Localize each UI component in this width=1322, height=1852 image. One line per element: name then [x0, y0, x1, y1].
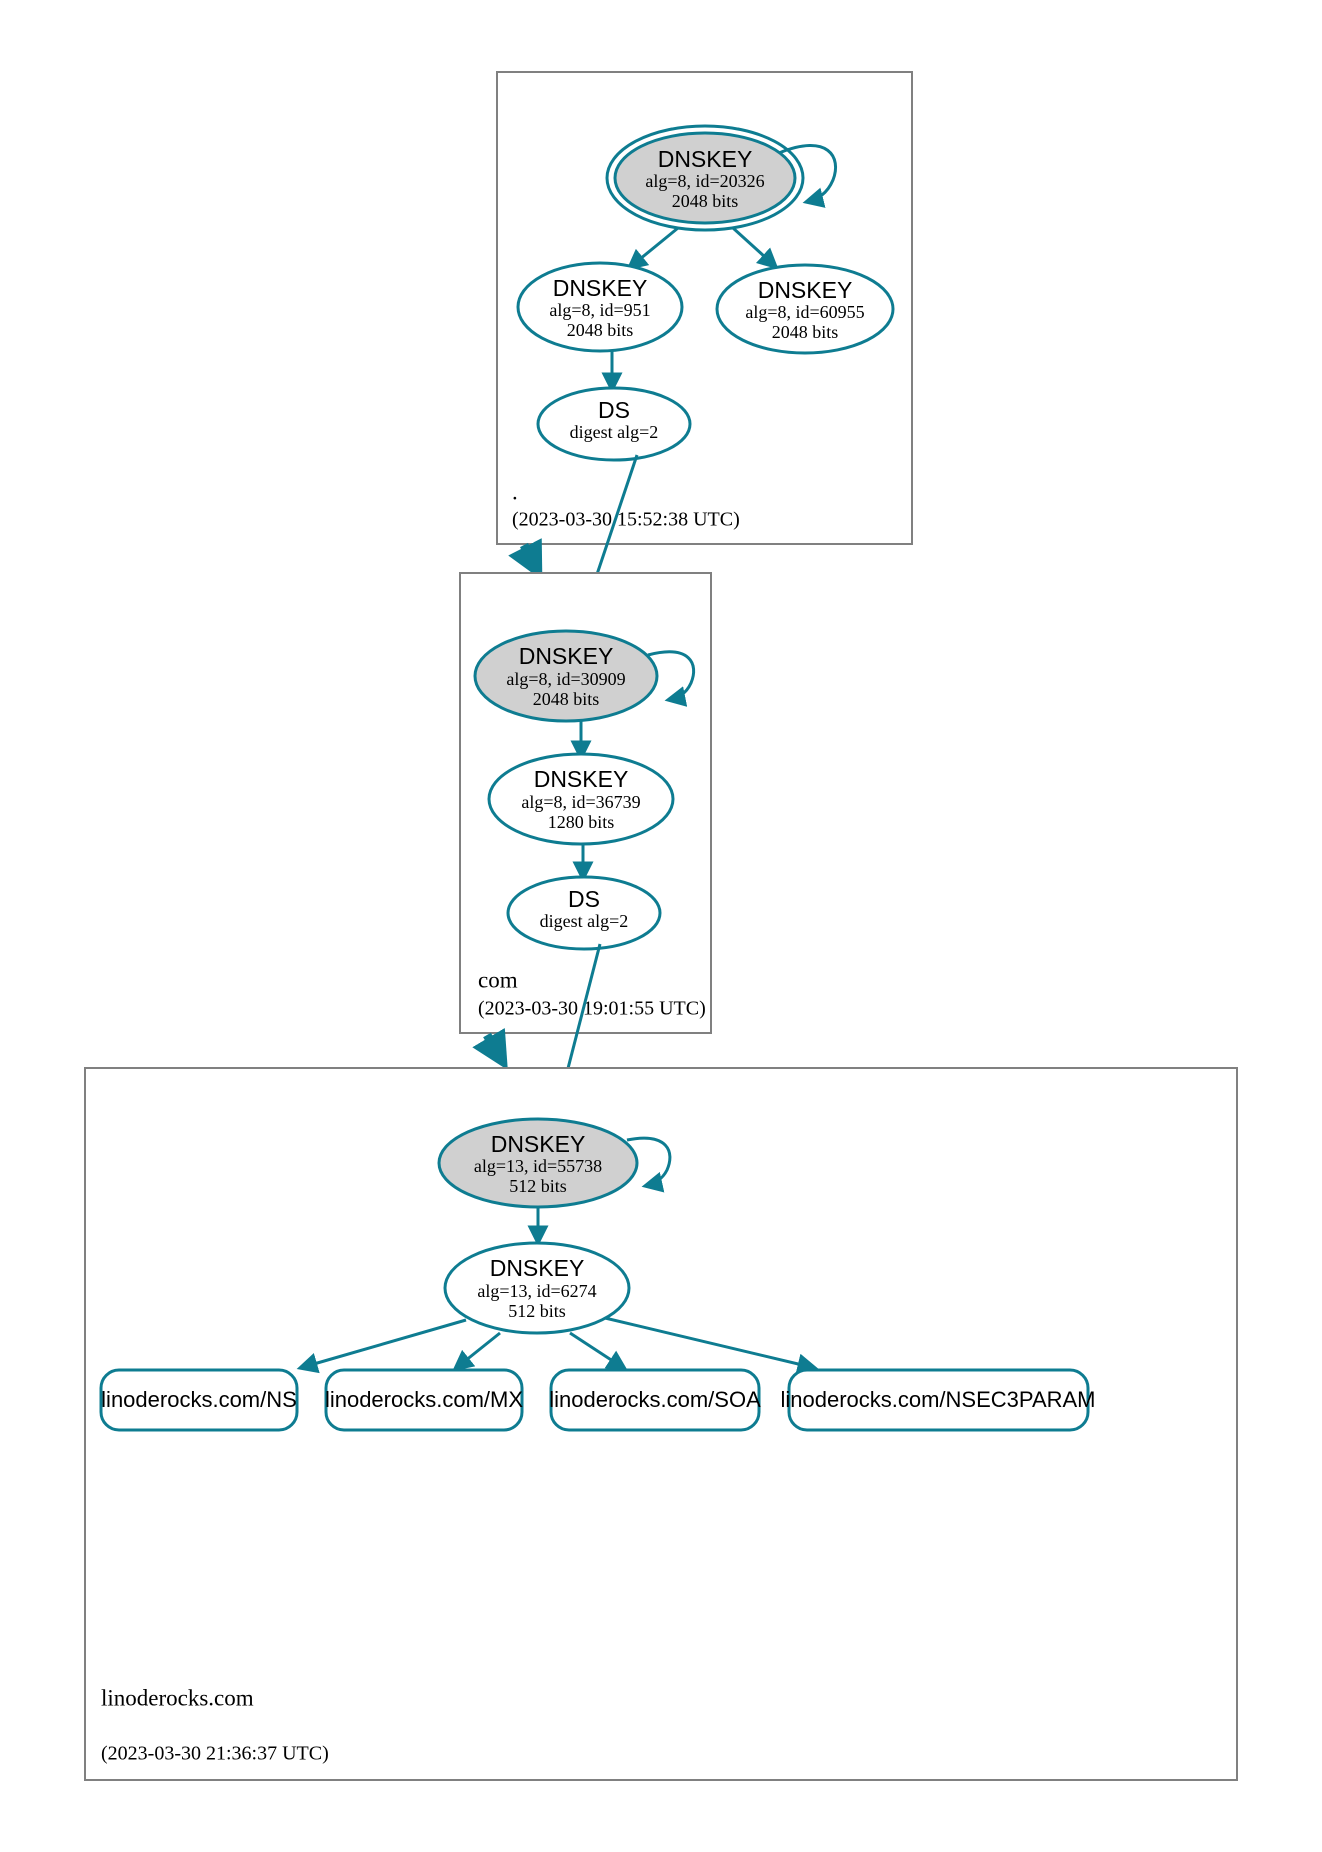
node-root-ds-shape: [536, 386, 692, 462]
zone-com: DNSKEY alg=8, id=30909 2048 bits DNSKEY …: [459, 572, 712, 1034]
rrset-node-soa[interactable]: linoderocks.com/SOA: [549, 1368, 761, 1432]
node-linoderocks-zsk-title: DNSKEY: [490, 1255, 585, 1281]
edge-zsk-to-rrset-mx: [452, 1331, 501, 1372]
node-com-ds-shape: [506, 875, 662, 951]
node-com-zsk-bits: 1280 bits: [548, 812, 615, 832]
node-root-ds-title: DS: [598, 397, 630, 423]
zone-com-name: com: [478, 967, 518, 992]
node-linoderocks-zsk-alg-id: alg=13, id=6274: [477, 1281, 596, 1301]
node-com-ksk-title: DNSKEY: [519, 643, 614, 669]
node-com-ksk-bits: 2048 bits: [533, 689, 600, 709]
node-linoderocks-zsk-shape: [443, 1241, 631, 1335]
edge-root-ksk-to-zsk60955: [731, 226, 779, 270]
node-linoderocks-zsk-dnskey[interactable]: DNSKEY alg=13, id=6274 512 bits: [443, 1241, 631, 1335]
zone-root: DNSKEY alg=8, id=20326 2048 bits DNSKEY …: [496, 71, 913, 545]
node-root-zsk-60955-shape: [715, 263, 895, 355]
node-com-ds[interactable]: DS digest alg=2: [506, 875, 662, 951]
node-root-zsk-951-bits: 2048 bits: [567, 320, 634, 340]
rrset-nsec3param-label: linoderocks.com/NSEC3PARAM: [780, 1387, 1095, 1412]
edge-root-ksk-to-zsk951: [626, 226, 679, 271]
edge-zsk-to-rrset-nsec3param: [604, 1316, 819, 1375]
edge-root-ksk-self-sign: [778, 144, 838, 208]
node-root-zsk-60955-title: DNSKEY: [758, 277, 853, 303]
node-root-ksk-title: DNSKEY: [658, 146, 753, 172]
rrset-node-nsec3param[interactable]: linoderocks.com/NSEC3PARAM: [780, 1368, 1096, 1432]
node-com-zsk-title: DNSKEY: [534, 766, 629, 792]
node-root-zsk-951-dnskey[interactable]: DNSKEY alg=8, id=951 2048 bits: [516, 261, 684, 353]
edge-zone-root-to-com: [508, 538, 543, 581]
node-com-ksk-shape: [473, 629, 659, 723]
node-root-ksk-shape: [613, 131, 797, 225]
edge-zsk-to-rrset-ns: [296, 1318, 467, 1374]
node-root-ksk-dnskey[interactable]: DNSKEY alg=8, id=20326 2048 bits: [605, 124, 805, 232]
zone-linoderocks-name: linoderocks.com: [101, 1685, 254, 1710]
edge-linoderocks-ksk-self-sign: [626, 1136, 672, 1193]
rrset-ns-shape: [99, 1368, 299, 1432]
node-root-zsk-951-shape: [516, 261, 684, 353]
node-root-ksk-alg-id: alg=8, id=20326: [645, 171, 764, 191]
node-root-ds[interactable]: DS digest alg=2: [536, 386, 692, 462]
rrset-mx-shape: [324, 1368, 524, 1432]
node-com-zsk-shape: [487, 752, 675, 846]
rrset-node-mx[interactable]: linoderocks.com/MX: [324, 1368, 524, 1432]
node-root-zsk-951-alg-id: alg=8, id=951: [549, 300, 650, 320]
node-root-ksk-bits: 2048 bits: [672, 191, 739, 211]
node-linoderocks-ksk-alg-id: alg=13, id=55738: [474, 1156, 602, 1176]
node-linoderocks-ksk-shape: [437, 1117, 639, 1209]
node-root-zsk-60955-bits: 2048 bits: [772, 322, 839, 342]
zone-com-timestamp: (2023-03-30 19:01:55 UTC): [478, 998, 706, 1020]
rrset-ns-label: linoderocks.com/NS: [101, 1387, 297, 1412]
node-com-ds-title: DS: [568, 886, 600, 912]
node-root-zsk-60955-dnskey[interactable]: DNSKEY alg=8, id=60955 2048 bits: [715, 263, 895, 355]
node-com-ksk-alg-id: alg=8, id=30909: [506, 669, 625, 689]
rrset-mx-label: linoderocks.com/MX: [325, 1387, 523, 1412]
node-root-ds-digest: digest alg=2: [570, 422, 659, 442]
trust-anchor-outer-ring: [605, 124, 805, 232]
node-com-zsk-alg-id: alg=8, id=36739: [521, 792, 640, 812]
edge-zone-com-to-linoderocks: [472, 1027, 508, 1071]
node-linoderocks-ksk-title: DNSKEY: [491, 1131, 586, 1157]
node-linoderocks-ksk-bits: 512 bits: [509, 1176, 567, 1196]
node-com-zsk-dnskey[interactable]: DNSKEY alg=8, id=36739 1280 bits: [487, 752, 675, 846]
zone-root-name: .: [512, 479, 518, 504]
rrset-nsec3param-shape: [787, 1368, 1090, 1432]
node-root-zsk-60955-alg-id: alg=8, id=60955: [745, 302, 864, 322]
edge-zsk-to-rrset-soa: [569, 1331, 628, 1371]
node-com-ds-digest: digest alg=2: [540, 911, 629, 931]
node-com-ksk-dnskey[interactable]: DNSKEY alg=8, id=30909 2048 bits: [473, 629, 659, 723]
zone-linoderocks-timestamp: (2023-03-30 21:36:37 UTC): [101, 1743, 329, 1765]
node-linoderocks-ksk-dnskey[interactable]: DNSKEY alg=13, id=55738 512 bits: [437, 1117, 639, 1209]
rrset-node-ns[interactable]: linoderocks.com/NS: [99, 1368, 299, 1432]
zone-linoderocks: DNSKEY alg=13, id=55738 512 bits DNSKEY …: [84, 1067, 1238, 1781]
node-root-zsk-951-title: DNSKEY: [553, 275, 648, 301]
edge-com-ksk-self-sign: [647, 650, 696, 707]
node-linoderocks-zsk-bits: 512 bits: [508, 1301, 566, 1321]
rrset-soa-shape: [549, 1368, 761, 1432]
rrset-soa-label: linoderocks.com/SOA: [549, 1387, 761, 1412]
zone-root-timestamp: (2023-03-30 15:52:38 UTC): [512, 509, 740, 531]
